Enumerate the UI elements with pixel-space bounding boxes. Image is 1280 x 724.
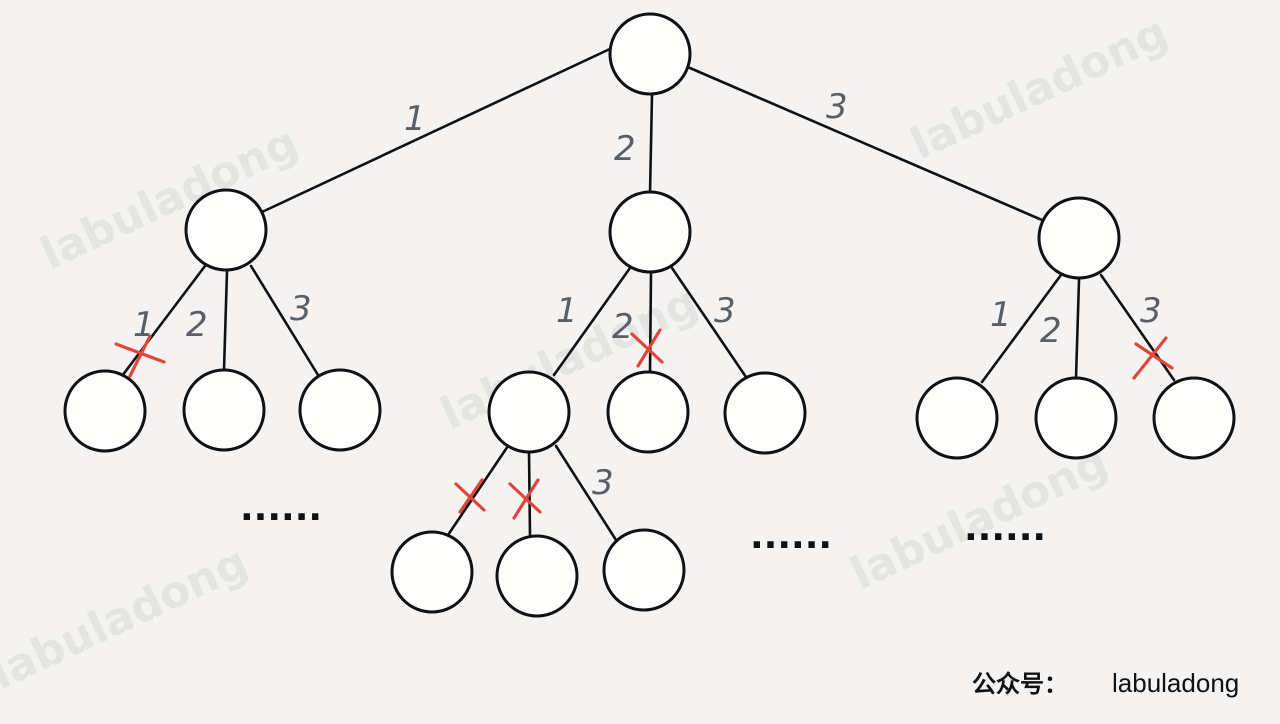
edge-n2-2 [648, 271, 653, 374]
ellipsis-right: ...... [964, 508, 1046, 549]
tree-node-leaf [298, 368, 382, 452]
tree-node-root [608, 12, 692, 96]
edge-n3-2 [1074, 278, 1081, 380]
edge-n1-3 [249, 264, 320, 377]
edge-label: 1 [990, 295, 1012, 335]
cross-mark [630, 328, 664, 368]
edge-label: 1 [404, 99, 426, 139]
footer-credit: 公众号： labuladong [972, 668, 1239, 698]
tree-node-level1-c [1037, 196, 1121, 280]
footer-prefix: 公众号： [972, 670, 1068, 698]
tree-node-level1-a [184, 188, 268, 272]
tree-node-leaf [182, 368, 266, 452]
cross-mark [508, 478, 542, 520]
edge-label: 3 [714, 291, 736, 331]
watermark: labuladong [0, 537, 256, 700]
edge-root-1 [260, 46, 614, 214]
ellipsis-middle: ...... [750, 516, 832, 557]
edge-label: 1 [556, 291, 578, 331]
cross-mark [1132, 336, 1174, 380]
edge-label: 2 [612, 307, 634, 347]
edge-label: 2 [186, 305, 208, 345]
edge-n1-2 [222, 269, 229, 372]
edge-label: 3 [826, 87, 848, 127]
cross-mark [114, 334, 166, 378]
edge-n3-3 [1099, 273, 1176, 382]
edge-labels: 1 2 3 1 2 3 1 2 3 1 2 3 3 [133, 87, 1162, 503]
ellipsis-left: ...... [240, 488, 322, 529]
tree-node-leaf [1152, 376, 1236, 460]
edge-n21-3 [554, 444, 618, 542]
watermark: labuladong [903, 7, 1176, 170]
edge-n2-3 [670, 266, 748, 379]
tree-node-leaf [723, 371, 807, 455]
watermark: labuladong [33, 117, 306, 280]
edge-label: 3 [1140, 291, 1162, 331]
tree-node-leaf [602, 528, 686, 612]
edge-root-3 [688, 66, 1044, 222]
nodes [63, 12, 1236, 618]
watermark-layer: labuladong labuladong labuladong labulad… [0, 7, 1176, 700]
edge-label: 2 [1040, 311, 1062, 351]
edge-label: 3 [592, 463, 614, 503]
cross-mark [454, 478, 486, 514]
tree-node-leaf [63, 369, 147, 453]
footer-brand: labuladong [1112, 668, 1239, 698]
edges [120, 46, 1176, 542]
edge-n21-1 [446, 444, 510, 537]
edge-label: 2 [614, 129, 636, 169]
edge-label: 3 [290, 289, 312, 329]
edge-n3-1 [980, 273, 1063, 384]
tree-node-leaf [606, 370, 690, 454]
edge-label: 1 [133, 305, 155, 345]
edge-root-2 [648, 93, 654, 196]
tree-node-leaf [495, 534, 579, 618]
ellipses: ...... ...... ...... [240, 488, 1046, 557]
tree-node-level1-b [608, 190, 692, 274]
edge-n2-1 [552, 266, 632, 377]
tree-node-leaf [915, 376, 999, 460]
edge-n1-1 [120, 264, 207, 378]
pruned-marks [114, 328, 1174, 520]
tree-node-leaf [390, 530, 474, 614]
tree-node-leaf [1034, 376, 1118, 460]
tree-node-level2 [487, 370, 571, 454]
